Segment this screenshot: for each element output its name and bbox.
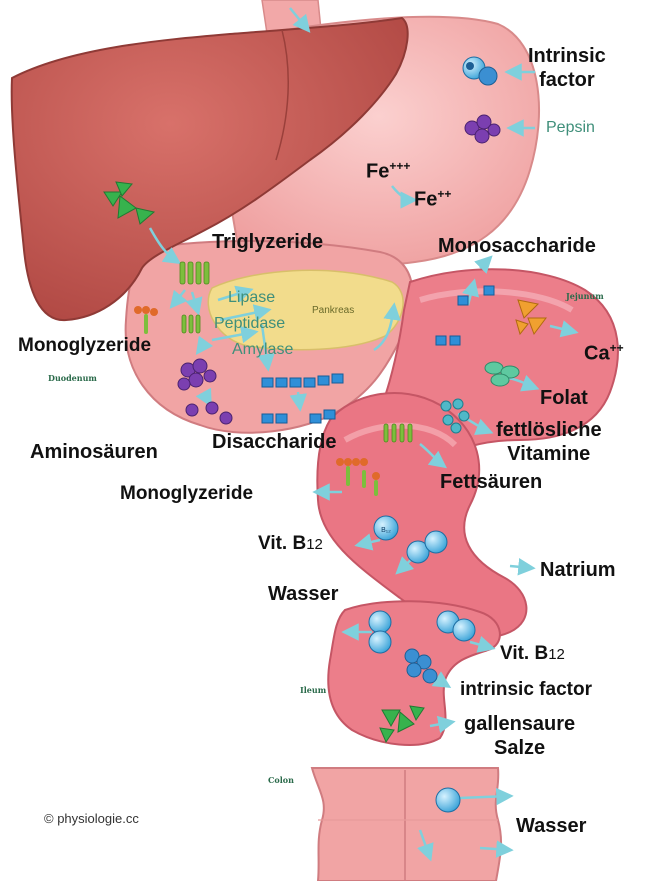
vitb12-bottom-sub: 12 [548, 646, 565, 663]
label-folat: Folat [540, 388, 588, 408]
label-jejunum: Jejunum [566, 292, 604, 300]
label-calcium: Ca++ [584, 342, 624, 364]
label-triglyzeride: Triglyzeride [212, 232, 323, 252]
fe2-charge: ++ [437, 187, 451, 201]
label-lipase: Lipase [228, 290, 275, 306]
label-intrinsic-factor-top: Intrinsic factor [528, 44, 606, 92]
label-ileum: Ileum [300, 686, 326, 694]
label-fe3: Fe+++ [366, 160, 410, 182]
fe3-charge: +++ [389, 159, 410, 173]
label-intrinsic-factor-bottom: intrinsic factor [460, 680, 592, 699]
label-monoglyzeride-top: Monoglyzeride [18, 336, 151, 355]
label-fettsaeuren: Fettsäuren [440, 472, 542, 492]
label-duodenum: Duodenum [48, 374, 97, 382]
label-vitb12-bottom: Vit. B12 [500, 644, 565, 663]
label-amylase: Amylase [232, 342, 293, 358]
vitamin-b12-molecule-top: B₁₂ [374, 516, 398, 540]
label-disaccharide: Disaccharide [212, 432, 337, 452]
b12-text: B₁₂ [381, 527, 391, 534]
label-monoglyzeride-bottom: Monoglyzeride [120, 484, 253, 503]
vitb12-bottom-base: Vit. B [500, 643, 548, 664]
label-pankreas: Pankreas [312, 306, 354, 316]
fe2-base: Fe [414, 189, 437, 211]
label-pepsin: Pepsin [546, 120, 595, 136]
ca-charge: ++ [610, 341, 624, 355]
vitb12-top-sub: 12 [306, 536, 323, 553]
pancreas [208, 270, 403, 349]
label-colon: Colon [268, 776, 294, 784]
label-fettloesliche-vitamine: fettlösliche Vitamine [496, 418, 602, 467]
vitb12-top-base: Vit. B [258, 533, 306, 554]
label-natrium: Natrium [540, 560, 616, 580]
ca-base: Ca [584, 343, 610, 365]
copyright-text: © physiologie.cc [44, 812, 139, 825]
label-peptidase: Peptidase [214, 316, 285, 332]
colon [312, 768, 501, 881]
label-wasser-top: Wasser [268, 584, 338, 604]
label-wasser-bottom: Wasser [516, 816, 586, 836]
colon-water-molecule [436, 788, 460, 812]
label-gallensaure-salze: gallensaure Salze [464, 712, 575, 760]
label-aminosaeuren: Aminosäuren [30, 442, 158, 462]
label-vitb12-top: Vit. B12 [258, 534, 323, 553]
fe3-base: Fe [366, 161, 389, 183]
label-monosaccharide: Monosaccharide [438, 236, 596, 256]
label-fe2: Fe++ [414, 188, 451, 210]
